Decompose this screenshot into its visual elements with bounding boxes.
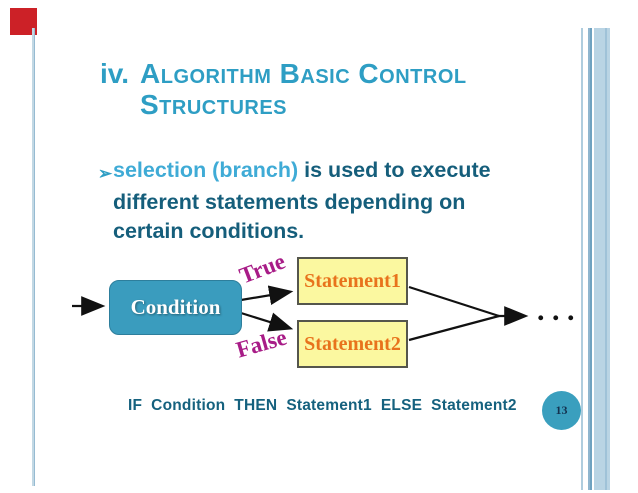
bullet-line-2: different statements depending on bbox=[113, 190, 466, 214]
pseudocode-line: IF Condition THEN Statement1 ELSE Statem… bbox=[128, 397, 517, 414]
right-accent-bar bbox=[605, 28, 607, 490]
false-branch-label: False bbox=[233, 324, 290, 363]
merge-line-top bbox=[408, 285, 500, 318]
right-accent-bar bbox=[588, 28, 590, 490]
condition-box: Condition bbox=[109, 280, 242, 335]
right-accent-bar bbox=[590, 28, 592, 490]
merge-line-bottom bbox=[408, 314, 500, 342]
continuation-ellipsis: . . . bbox=[537, 294, 575, 327]
slide-title: iv. Algorithm Basic Control Structures bbox=[100, 58, 467, 120]
right-accent-bar bbox=[594, 28, 610, 490]
bullet-line-1: selection (branch) is used to execute bbox=[113, 156, 491, 188]
true-branch-arrow bbox=[240, 285, 294, 306]
right-accent-bar bbox=[581, 28, 583, 490]
bullet-line-1-rest: is used to execute bbox=[304, 158, 491, 182]
true-branch-label: True bbox=[235, 248, 289, 289]
bullet-paragraph: ➢ selection (branch) is used to execute … bbox=[98, 156, 568, 246]
bullet-highlight: selection (branch) bbox=[113, 158, 305, 182]
title-line-1: Algorithm Basic Control bbox=[140, 58, 467, 89]
left-accent-line bbox=[32, 28, 35, 486]
title-text: Algorithm Basic Control Structures bbox=[140, 58, 467, 120]
bullet-line-3: certain conditions. bbox=[113, 219, 305, 243]
title-numeral: iv. bbox=[100, 58, 130, 89]
statement2-box: Statement2 bbox=[297, 320, 408, 368]
title-line-2: Structures bbox=[140, 89, 288, 120]
page-number: 13 bbox=[555, 403, 568, 417]
statement1-box: Statement1 bbox=[297, 257, 408, 305]
page-number-badge: 13 bbox=[542, 391, 581, 430]
arrow-bullet-icon: ➢ bbox=[98, 164, 113, 183]
